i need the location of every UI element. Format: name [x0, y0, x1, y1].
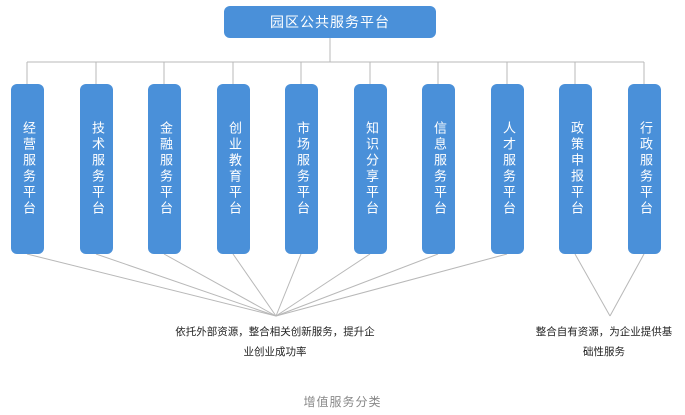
service-label: 经营服务平台 [20, 121, 35, 217]
service-node-jinrong: 金融服务平台 [148, 84, 181, 254]
group-left-line2: 业创业成功率 [243, 346, 307, 358]
service-node-rencai: 人才服务平台 [491, 84, 524, 254]
service-node-chuangye: 创业教育平台 [217, 84, 250, 254]
footer-caption: 增值服务分类 [303, 395, 382, 409]
service-node-zhishi: 知识分享平台 [354, 84, 387, 254]
fan-left-7 [275, 253, 439, 317]
service-label: 政策申报平台 [568, 121, 583, 217]
group-right-description: 整合自有资源，为企业提供基 础性服务 [525, 322, 683, 362]
root-label: 园区公共服务平台 [270, 15, 390, 31]
service-node-xinxi: 信息服务平台 [422, 84, 455, 254]
fan-left-4 [232, 253, 277, 317]
fan-right-1 [574, 253, 611, 317]
service-label: 知识分享平台 [363, 121, 378, 217]
group-left-description: 依托外部资源，整合相关创新服务，提升企 业创业成功率 [150, 322, 400, 362]
service-label: 市场服务平台 [294, 121, 309, 217]
fan-left-3 [163, 253, 277, 317]
service-node-jishu: 技术服务平台 [80, 84, 113, 254]
group-right-line2: 础性服务 [583, 346, 625, 358]
service-label: 技术服务平台 [89, 121, 104, 217]
fan-right-2 [609, 253, 645, 317]
fan-left-2 [95, 253, 277, 317]
service-node-jingying: 经营服务平台 [11, 84, 44, 254]
fan-left-8 [275, 253, 508, 317]
group-right-line1: 整合自有资源，为企业提供基 [535, 326, 673, 338]
fan-left-1 [26, 253, 277, 317]
fan-left-6 [275, 253, 371, 317]
service-node-shichang: 市场服务平台 [285, 84, 318, 254]
service-node-xingzheng: 行政服务平台 [628, 84, 661, 254]
service-label: 行政服务平台 [637, 121, 652, 217]
root-node: 园区公共服务平台 [224, 6, 436, 38]
service-label: 金融服务平台 [157, 121, 172, 217]
group-left-line1: 依托外部资源，整合相关创新服务，提升企 [175, 326, 375, 338]
service-label: 人才服务平台 [500, 121, 515, 217]
service-node-zhengce: 政策申报平台 [559, 84, 592, 254]
service-label: 创业教育平台 [226, 121, 241, 217]
fan-left-5 [275, 253, 302, 317]
service-label: 信息服务平台 [431, 121, 446, 217]
